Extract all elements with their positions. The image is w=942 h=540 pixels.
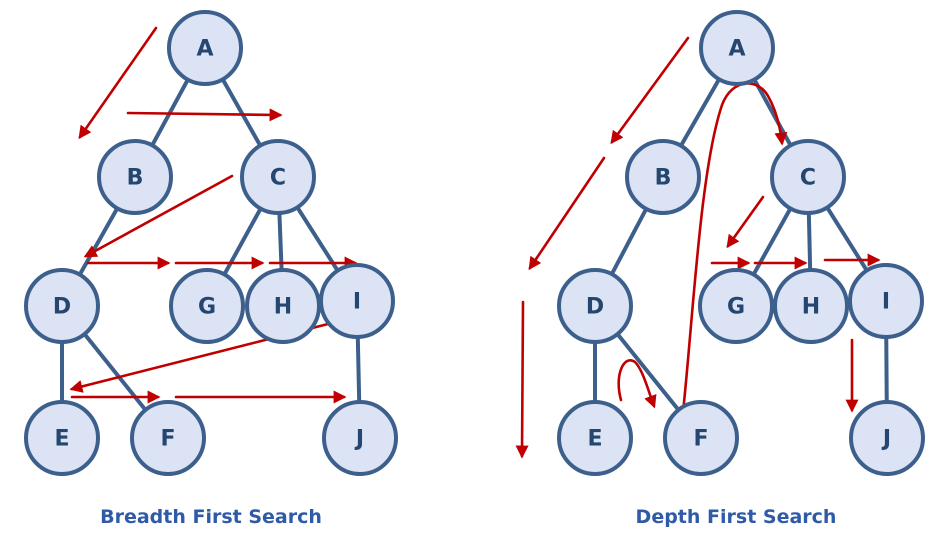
bfs-node-d-label: D <box>53 295 71 320</box>
dfs-node-f-label: F <box>693 427 708 452</box>
bfs-nodes: A B C D G H I E F J <box>24 10 398 476</box>
dfs-tree: A B C D G H I E F J <box>515 10 925 476</box>
bfs-arrow-b-c <box>126 108 283 122</box>
bfs-node-c-label: C <box>270 166 286 191</box>
bfs-node-e: E <box>24 400 100 476</box>
dfs-node-h-label: H <box>802 295 820 320</box>
bfs-node-a-label: A <box>196 37 213 62</box>
dfs-node-a-label: A <box>728 37 745 62</box>
bfs-arrow-c-d <box>83 174 234 258</box>
bfs-arrow-start <box>78 26 158 140</box>
bfs-node-j-label: J <box>354 427 364 452</box>
bfs-node-e-label: E <box>54 427 69 452</box>
bfs-caption: Breadth First Search <box>100 506 322 528</box>
bfs-node-i: I <box>319 263 395 339</box>
dfs-node-d: D <box>557 268 633 344</box>
bfs-node-j: J <box>322 400 398 476</box>
dfs-arrow-d-e <box>515 300 529 459</box>
dfs-arrow-a-b <box>610 36 690 145</box>
dfs-node-h: H <box>773 268 849 344</box>
dfs-node-g-label: G <box>727 295 745 320</box>
bfs-node-b: B <box>97 139 173 215</box>
dfs-caption: Depth First Search <box>635 506 837 528</box>
dfs-node-g: G <box>698 268 774 344</box>
dfs-arrow-b-d <box>528 156 606 271</box>
dfs-node-c-label: C <box>800 166 816 191</box>
dfs-node-j: J <box>849 400 925 476</box>
dfs-arrow-c-g <box>726 195 765 249</box>
bfs-node-c: C <box>240 139 316 215</box>
bfs-node-f-label: F <box>160 427 175 452</box>
dfs-node-f: F <box>663 400 739 476</box>
bfs-node-g-label: G <box>198 295 216 320</box>
dfs-node-i: I <box>848 263 924 339</box>
dfs-node-c: C <box>770 139 846 215</box>
dfs-nodes: A B C D G H I E F J <box>557 10 925 476</box>
dfs-node-a: A <box>699 10 775 86</box>
dfs-arrow-e-f <box>617 359 657 409</box>
bfs-node-f: F <box>130 400 206 476</box>
bfs-node-d: D <box>24 268 100 344</box>
bfs-node-h: H <box>245 268 321 344</box>
dfs-node-d-label: D <box>586 295 604 320</box>
dfs-node-b: B <box>625 139 701 215</box>
bfs-node-b-label: B <box>127 166 144 191</box>
bfs-traversal-arrows <box>69 26 358 404</box>
dfs-node-e: E <box>557 400 633 476</box>
dfs-traversal-arrows <box>515 36 881 459</box>
bfs-node-i-label: I <box>353 290 361 315</box>
bfs-node-a: A <box>167 10 243 86</box>
bfs-tree: A B C D G H I E F J <box>24 10 398 476</box>
bfs-node-g: G <box>169 268 245 344</box>
dfs-node-b-label: B <box>655 166 672 191</box>
dfs-node-j-label: J <box>881 427 891 452</box>
dfs-node-i-label: I <box>882 290 890 315</box>
bfs-node-h-label: H <box>274 295 292 320</box>
dfs-arrow-f-c <box>681 82 788 414</box>
dfs-node-e-label: E <box>587 427 602 452</box>
